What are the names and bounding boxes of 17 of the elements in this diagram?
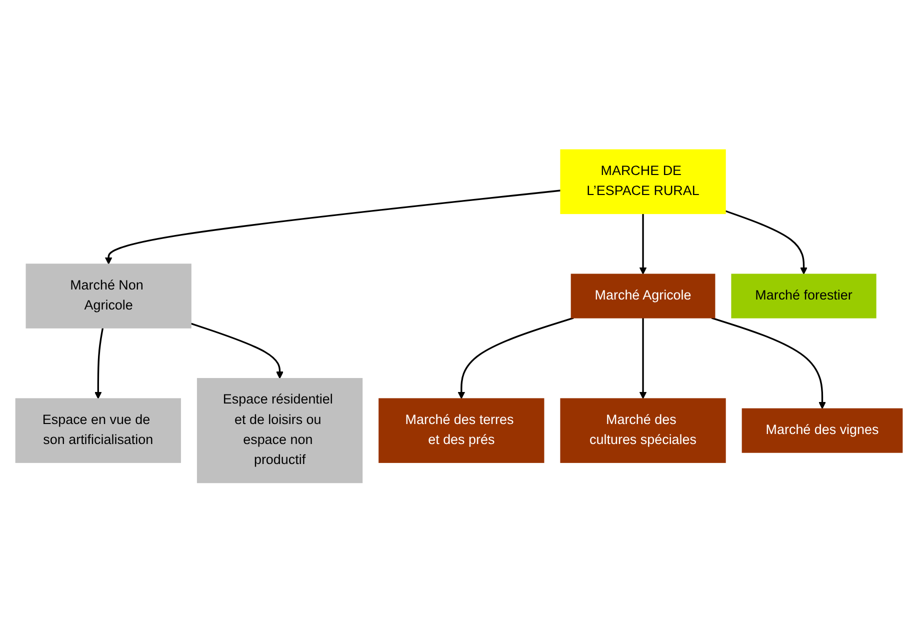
node-box: Espace en vue de son artificialisation (14, 398, 180, 463)
node-box: MARCHE DE L’ESPACE RURAL (560, 149, 726, 214)
node-box: Marché des terres et des prés (378, 398, 544, 463)
node-box: Marché Non Agricole (25, 263, 191, 328)
arrow (190, 322, 283, 379)
node-box: Marché forestier (730, 274, 876, 318)
node-box: Marché Agricole (570, 274, 715, 318)
arrow (94, 328, 104, 399)
arrow (710, 316, 826, 409)
arrow (638, 213, 646, 274)
node-box: Marché des cultures spéciales (560, 398, 726, 463)
arrow (457, 316, 574, 399)
arrow (638, 318, 646, 399)
arrow (104, 189, 560, 264)
node-box: Marché des vignes (741, 408, 902, 453)
arrow (724, 210, 807, 274)
node-box: Espace résidentiel et de loisirs ou espace non productif (196, 378, 362, 483)
